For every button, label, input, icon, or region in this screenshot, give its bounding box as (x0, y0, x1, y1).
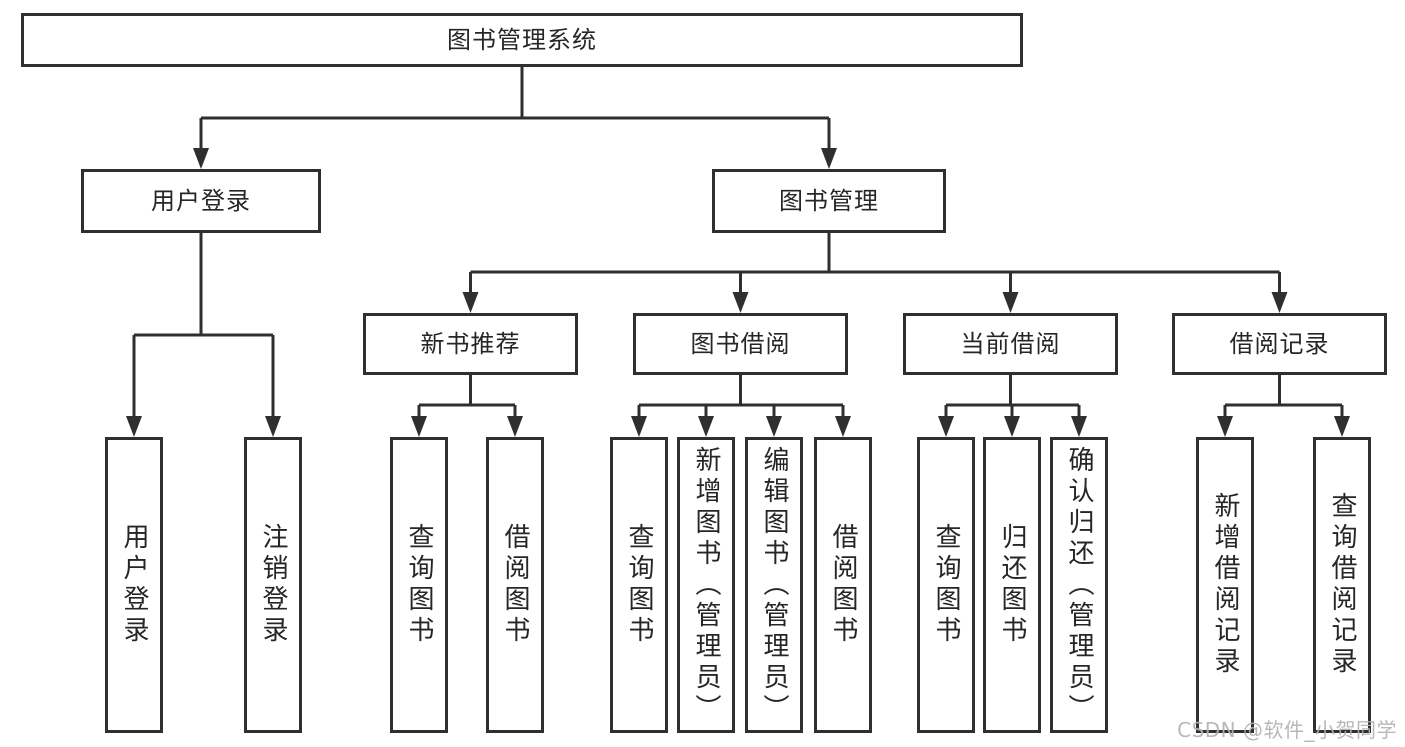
leaf-newbook-borrow-book: 借阅图书 (486, 437, 544, 733)
leaf-borrowing-borrow-book: 借阅图书 (814, 437, 872, 733)
connector-arrowheads (126, 148, 1350, 437)
connector-lines (132, 67, 1344, 419)
node-book-management: 图书管理 (712, 169, 946, 233)
node-book-borrowing-label: 图书借阅 (690, 330, 791, 358)
leaf-borrowing-edit-book-admin-label: 编辑图书（管理员） (759, 445, 789, 725)
node-root-system-label: 图书管理系统 (447, 26, 597, 54)
node-book-borrowing: 图书借阅 (633, 313, 848, 375)
leaf-logout-label: 注销登录 (258, 523, 288, 647)
leaf-records-query-record: 查询借阅记录 (1313, 437, 1371, 733)
node-current-borrowing: 当前借阅 (903, 313, 1118, 375)
leaf-borrowing-query-book: 查询图书 (610, 437, 668, 733)
node-new-book-recommend: 新书推荐 (363, 313, 578, 375)
leaf-borrowing-add-book-admin: 新增图书（管理员） (677, 437, 735, 733)
leaf-user-login-label: 用户登录 (119, 523, 149, 647)
leaf-current-confirm-return-admin: 确认归还（管理员） (1050, 437, 1108, 733)
leaf-borrowing-add-book-admin-label: 新增图书（管理员） (691, 445, 721, 725)
leaf-records-add-record: 新增借阅记录 (1196, 437, 1254, 733)
node-borrowing-records: 借阅记录 (1172, 313, 1387, 375)
leaf-borrowing-query-book-label: 查询图书 (624, 523, 654, 647)
node-user-login: 用户登录 (81, 169, 321, 233)
leaf-current-confirm-return-admin-label: 确认归还（管理员） (1064, 445, 1094, 725)
leaf-user-login: 用户登录 (105, 437, 163, 733)
leaf-borrowing-edit-book-admin: 编辑图书（管理员） (745, 437, 803, 733)
node-borrowing-records-label: 借阅记录 (1229, 330, 1330, 358)
node-current-borrowing-label: 当前借阅 (960, 330, 1061, 358)
leaf-newbook-query-book: 查询图书 (390, 437, 448, 733)
node-new-book-recommend-label: 新书推荐 (420, 330, 521, 358)
leaf-logout: 注销登录 (244, 437, 302, 733)
csdn-watermark: CSDN @软件_小贺同学 (1177, 718, 1397, 742)
node-root-system: 图书管理系统 (21, 13, 1023, 67)
leaf-newbook-query-book-label: 查询图书 (404, 523, 434, 647)
leaf-borrowing-borrow-book-label: 借阅图书 (828, 523, 858, 647)
leaf-records-add-record-label: 新增借阅记录 (1210, 492, 1240, 678)
leaf-newbook-borrow-book-label: 借阅图书 (500, 523, 530, 647)
node-book-management-label: 图书管理 (779, 187, 879, 215)
leaf-current-query-book: 查询图书 (917, 437, 975, 733)
leaf-current-return-book-label: 归还图书 (997, 523, 1027, 647)
node-user-login-label: 用户登录 (151, 187, 251, 215)
leaf-records-query-record-label: 查询借阅记录 (1327, 492, 1357, 678)
leaf-current-query-book-label: 查询图书 (931, 523, 961, 647)
leaf-current-return-book: 归还图书 (983, 437, 1041, 733)
